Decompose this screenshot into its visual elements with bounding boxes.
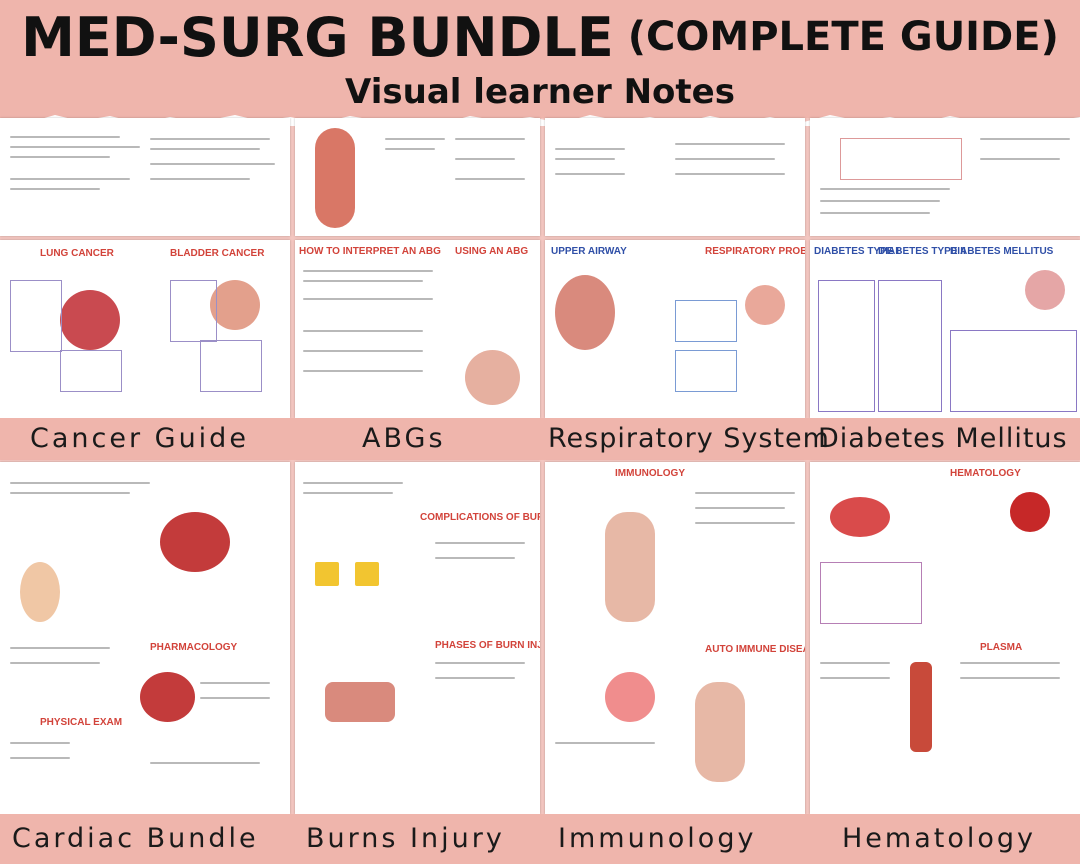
label-immunology: Immunology (558, 823, 757, 854)
virus-illustration (605, 672, 655, 722)
diabetes-mellitus-heading: DIABETES MELLITUS (950, 246, 1054, 257)
lung-cancer-heading: LUNG CANCER (40, 248, 114, 259)
complications-of-burns-heading: COMPLICATIONS OF BURNS (420, 512, 540, 523)
diabetes-type2-heading: DIABETES TYPE II (878, 246, 966, 257)
blood-cells-illustration (830, 497, 890, 537)
label-diabetes-mellitus: Diabetes Mellitus (818, 423, 1068, 454)
preview-page-hematology: HEMATOLOGY PLASMA (810, 462, 1080, 814)
diabetes-type1-heading: DIABETES TYPE I (814, 246, 900, 257)
preview-page-respiratory: UPPER AIRWAY RESPIRATORY PROBLEMS (545, 240, 805, 418)
body-illustration (605, 512, 655, 622)
bladder-illustration (210, 280, 260, 330)
preview-page-cancer-top (0, 118, 290, 236)
warning-icon (355, 562, 379, 586)
page-title: MED-SURG BUNDLE (COMPLETE GUIDE) (0, 6, 1080, 69)
using-abg-heading: USING AN ABG (455, 246, 529, 257)
bladder-cancer-heading: BLADDER CANCER (170, 248, 265, 259)
blood-drop-illustration (1010, 492, 1050, 532)
title-suffix: (COMPLETE GUIDE) (627, 14, 1059, 60)
warning-icon (315, 562, 339, 586)
person-illustration (20, 562, 60, 622)
header-banner: MED-SURG BUNDLE (COMPLETE GUIDE) Visual l… (0, 0, 1080, 118)
airway-illustration (555, 275, 615, 350)
upper-airway-heading: UPPER AIRWAY (551, 246, 627, 257)
abg-heading: HOW TO INTERPRET AN ABG (299, 246, 441, 257)
preview-page-abg: HOW TO INTERPRET AN ABG USING AN ABG (295, 240, 540, 418)
pharmacology-heading: PHARMACOLOGY (150, 642, 238, 653)
label-hematology: Hematology (842, 823, 1037, 854)
preview-page-burns: COMPLICATIONS OF BURNS PHASES OF BURN IN… (295, 462, 540, 814)
label-cardiac-bundle: Cardiac Bundle (12, 823, 259, 854)
title-main: MED-SURG BUNDLE (21, 6, 614, 69)
heart-illustration (160, 512, 230, 572)
row2-label-bar (0, 814, 1080, 864)
preview-page-diabetes-top (810, 118, 1080, 236)
plasma-heading: PLASMA (980, 642, 1023, 653)
hematology-heading: HEMATOLOGY (950, 468, 1021, 479)
auto-immune-heading: AUTO IMMUNE DISEASE (705, 644, 805, 655)
page-subtitle: Visual learner Notes (345, 72, 735, 112)
preview-page-resp-top (545, 118, 805, 236)
preview-page-diabetes: DIABETES TYPE I DIABETES TYPE II DIABETE… (810, 240, 1080, 418)
label-respiratory-system: Respiratory System (548, 423, 830, 454)
lungs-illustration-abg (465, 350, 520, 405)
physical-exam-heading: PHYSICAL EXAM (40, 717, 123, 728)
preview-page-abg-top (295, 118, 540, 236)
body-illustration-autoimmune (695, 682, 745, 782)
label-abgs: ABGs (362, 423, 446, 454)
lungs-illustration (60, 290, 120, 350)
phases-of-burn-heading: PHASES OF BURN INJURIES (435, 640, 540, 651)
respiratory-problems-heading: RESPIRATORY PROBLEMS (705, 246, 805, 257)
heart-pharmacology-illustration (140, 672, 195, 722)
burn-skin-illustration (325, 682, 395, 722)
preview-page-cancer: LUNG CANCER BLADDER CANCER (0, 240, 290, 418)
label-burns-injury: Burns Injury (306, 823, 505, 854)
insulin-illustration (1025, 270, 1065, 310)
preview-page-cardiac: PHARMACOLOGY PHYSICAL EXAM (0, 462, 290, 814)
sinus-illustration (745, 285, 785, 325)
label-cancer-guide: Cancer Guide (30, 423, 249, 454)
row1-label-bar (0, 418, 1080, 460)
immunology-heading: IMMUNOLOGY (615, 468, 685, 479)
circulation-illustration (315, 128, 355, 228)
preview-page-immunology: IMMUNOLOGY AUTO IMMUNE DISEASE (545, 462, 805, 814)
blood-tube-illustration (910, 662, 932, 752)
